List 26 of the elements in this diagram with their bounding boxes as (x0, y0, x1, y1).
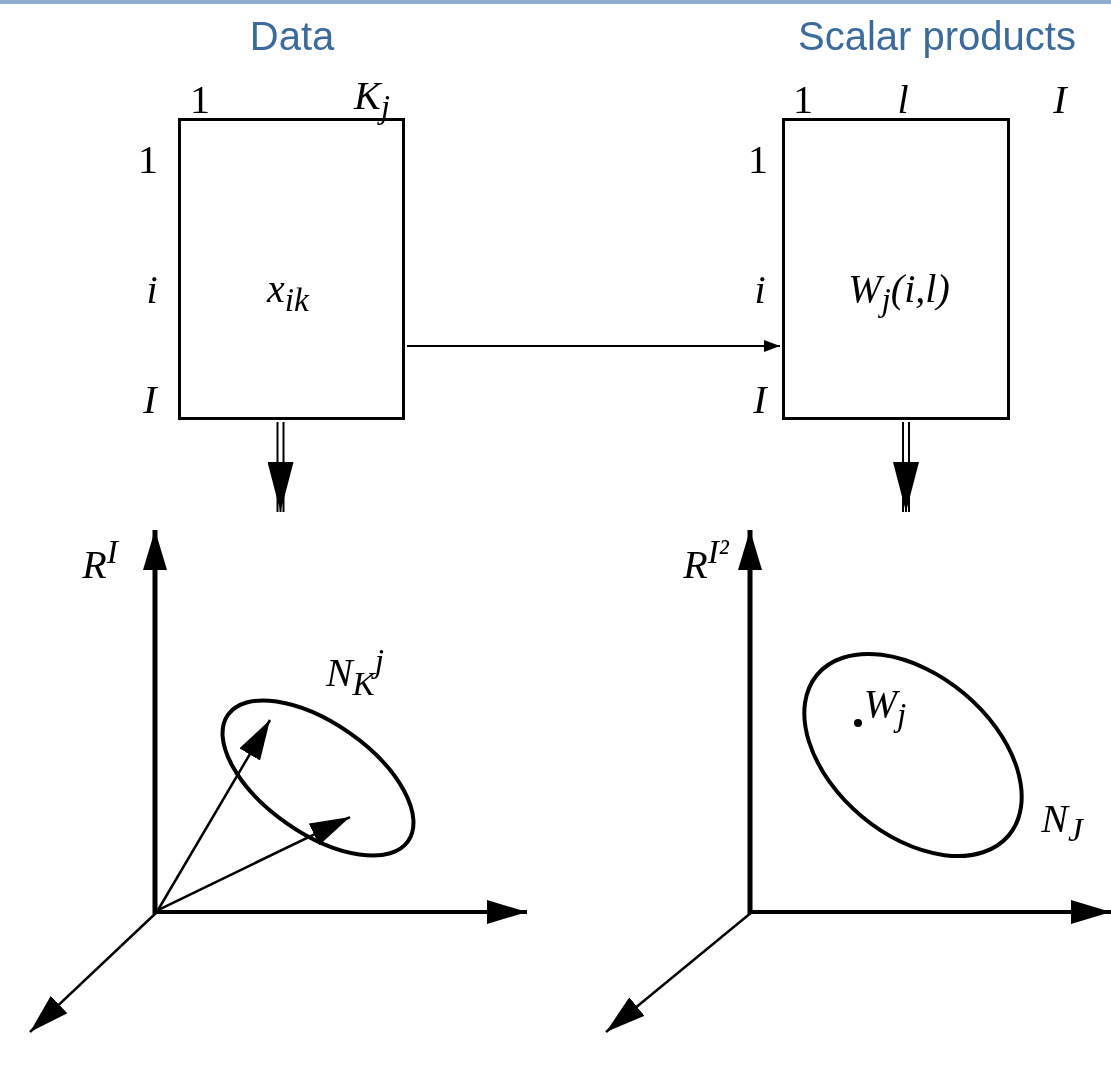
space-label: R$^{I²}$ (683, 535, 729, 585)
index-label: 1 (793, 80, 813, 120)
column-heading: Scalar products (798, 16, 1076, 56)
index-label: I (1053, 80, 1067, 120)
matrix-box (782, 118, 1010, 420)
index-label: I (753, 380, 767, 420)
matrix-entry: W$_{j}$(i,l) (848, 269, 950, 317)
matrix-entry: x$_{ik}$ (267, 269, 309, 317)
set-label: N$_{J}$ (1041, 799, 1083, 847)
index-label: l (897, 80, 909, 120)
index-label: i (754, 270, 766, 310)
space-label: R$^{I}$ (82, 535, 118, 585)
column-heading: Data (249, 16, 335, 56)
set-ellipse (802, 651, 1024, 859)
point-label: W$_{j}$ (863, 684, 907, 732)
index-label: I (143, 380, 157, 420)
vector-arrow (157, 815, 351, 912)
index-label: 1 (190, 80, 210, 120)
arrow (406, 340, 781, 352)
set-ellipse (220, 698, 416, 858)
double-arrow (893, 421, 919, 513)
vector-arrow (156, 719, 272, 911)
double-arrow (267, 421, 294, 513)
index-label: 1 (748, 140, 768, 180)
index-label: i (146, 270, 158, 310)
index-label: 1 (138, 140, 158, 180)
